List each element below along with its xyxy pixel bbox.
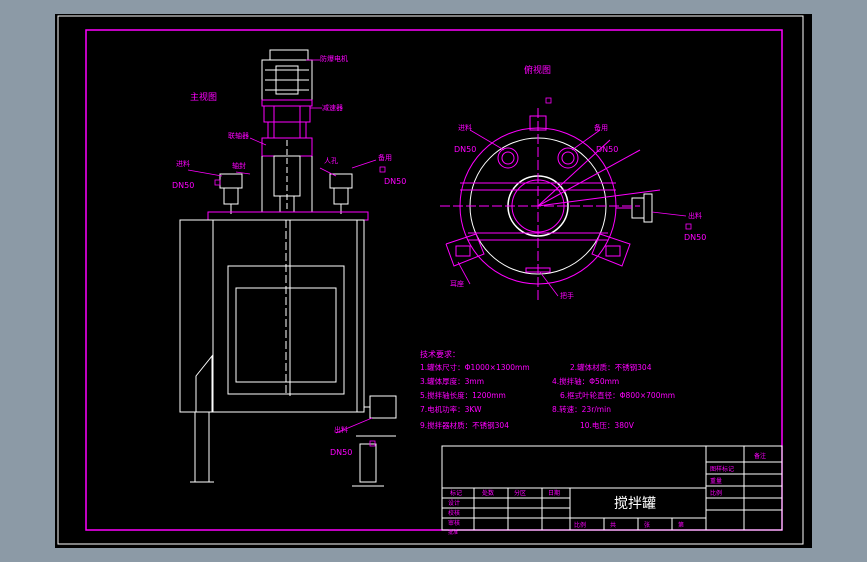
left-row-0: 设计: [448, 499, 460, 507]
label-motor: 防爆电机: [320, 54, 348, 63]
drawing-sheet: [55, 14, 812, 548]
outer-frame: [57, 15, 804, 545]
top-view: [440, 108, 661, 300]
support-ear-left: [445, 233, 485, 267]
bottom-label-2: 张: [644, 521, 650, 529]
inlet-port: [497, 147, 519, 169]
front-marker-squares: [214, 166, 386, 447]
label-inlet-dn: DN50: [172, 181, 194, 190]
top-marker-squares: [545, 97, 692, 230]
top-label-inlet: 进料: [458, 123, 472, 132]
title-block: [441, 445, 783, 531]
spare-nozzle-right: [329, 173, 353, 214]
top-label-inlet-dn: DN50: [454, 145, 476, 154]
support-legs: [190, 354, 384, 487]
left-row-3: 批准: [448, 529, 458, 536]
label-coupling: 联轴器: [228, 131, 249, 140]
left-row-1: 校核: [448, 509, 460, 517]
label-reducer: 减速器: [322, 103, 343, 112]
tech-req-heading: 技术要求：: [420, 349, 460, 359]
tech-req-item-10: 10.电压：380V: [580, 420, 635, 430]
front-view-title: 主视图: [190, 91, 217, 103]
right-label-2: 比例: [710, 489, 722, 497]
label-shaft-seal: 轴封: [232, 161, 246, 170]
bottom-label-3: 第: [678, 521, 684, 529]
top-label-spare-dn: DN50: [596, 145, 618, 154]
spare-port: [557, 147, 579, 169]
bottom-label-0: 比例: [574, 521, 586, 529]
tech-req-item-4: 4.搅拌轴：Φ50mm: [552, 376, 619, 386]
tech-req-item-8: 8.转速：23r/min: [552, 404, 611, 414]
tech-req-item-9: 9.搅拌器材质：不锈钢304: [420, 420, 509, 430]
tech-req-item-1: 1.罐体尺寸：Φ1000×1300mm: [420, 362, 530, 372]
outlet-nozzle: [356, 395, 397, 437]
inner-frame: [85, 29, 783, 531]
support-ear-right: [591, 233, 631, 267]
tech-req-item-6: 6.框式叶轮直径：Φ800×700mm: [560, 390, 675, 400]
label-spare-dn: DN50: [384, 177, 406, 186]
header-cell-1: 处数: [482, 489, 494, 497]
tank-inner: [212, 219, 358, 413]
top-label-outlet-dn: DN50: [684, 233, 706, 242]
header-cell-2: 分区: [514, 489, 526, 497]
drawing-title: 搅拌罐: [614, 496, 656, 512]
tech-req-items: 1.罐体尺寸：Φ1000×1300mm 2.罐体材质：不锈钢304 3.罐体厚度：3…: [420, 362, 675, 430]
tech-req-item-5: 5.搅拌轴长度：1200mm: [420, 390, 506, 400]
label-inlet: 进料: [176, 159, 190, 168]
technical-requirements: 技术要求： 1.罐体尺寸：Φ1000×1300mm 2.罐体材质：不锈钢304 3.…: [420, 349, 675, 430]
tech-req-item-7: 7.电机功率：3KW: [420, 404, 482, 414]
header-cell-3: 日期: [548, 489, 560, 497]
left-row-2: 审核: [448, 519, 460, 527]
motor: [261, 49, 313, 107]
label-outlet-dn: DN50: [330, 448, 352, 457]
right-label-0: 图样标记: [710, 465, 734, 473]
top-view-title: 俯视图: [524, 64, 551, 76]
label-manhole: 人孔: [324, 157, 338, 165]
top-labels: 进料 DN50 备用 DN50 出料 DN50 耳座 把手: [450, 123, 706, 300]
label-spare: 备用: [378, 153, 392, 162]
front-labels: 防爆电机 减速器 联轴器 进料 DN50 轴封 人孔 备用 DN50 出料 DN…: [172, 54, 406, 457]
label-outlet: 出料: [334, 425, 348, 434]
top-label-support: 耳座: [450, 279, 464, 288]
top-label-outlet: 出料: [688, 211, 702, 220]
tech-req-item-3: 3.罐体厚度：3mm: [420, 376, 484, 386]
top-label-handle: 把手: [560, 291, 574, 300]
right-label-1: 重量: [710, 477, 722, 485]
bottom-label-1: 共: [610, 521, 616, 529]
front-leaders: [187, 59, 377, 434]
header-cell-0: 标记: [450, 489, 462, 497]
top-label-spare: 备用: [594, 123, 608, 132]
tech-req-item-2: 2.罐体材质：不锈钢304: [570, 362, 652, 372]
top-leaders: [457, 129, 687, 297]
title-remarks: 备注: [754, 452, 766, 460]
title-block-text: 搅拌罐 备注 标记 处数 分区 日期 设计 校核 审核 批准 图样标记 重量 比…: [448, 452, 766, 536]
